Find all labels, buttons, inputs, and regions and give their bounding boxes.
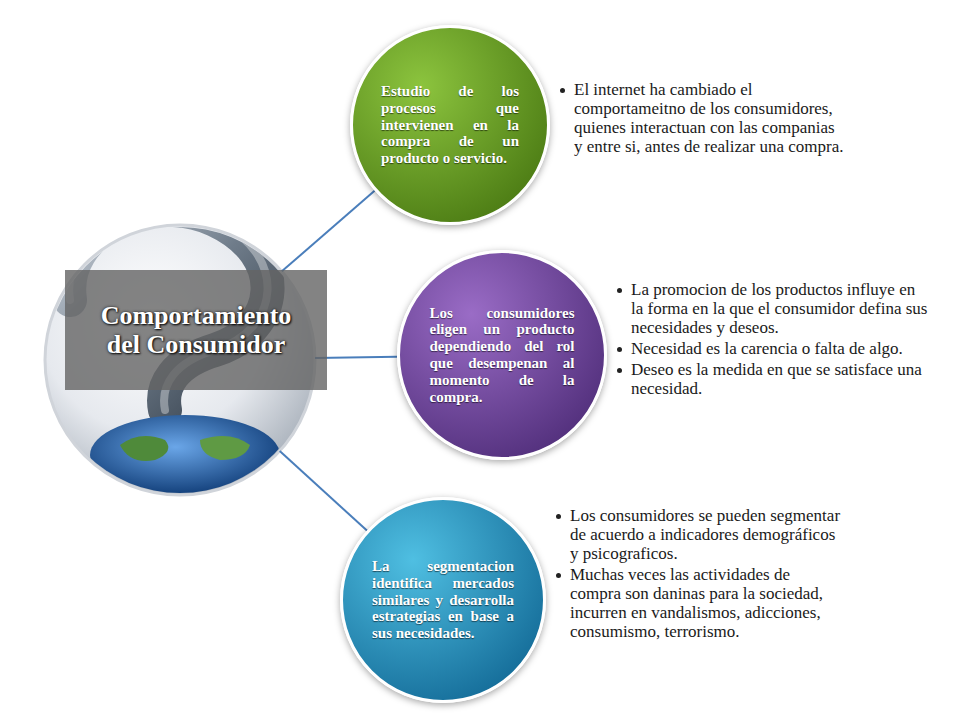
connector-line [282, 191, 375, 272]
circle-text-box: Los consumidores eligen un producto depe… [430, 305, 575, 406]
bullet-dot [617, 288, 622, 293]
circle-text: La segmentacion identifica mercados simi… [372, 558, 514, 642]
bullet-item: La promocion de los productos influye en… [613, 280, 931, 337]
connector-line [280, 451, 367, 531]
swirl-tube [30, 150, 80, 260]
title-band: Comportamiento del Consumidor [65, 270, 327, 390]
bullet-text: Necesidad es la carencia o falta de algo… [631, 339, 931, 358]
circle-text: Estudio de los procesos que intervienen … [381, 83, 519, 167]
connector [315, 357, 397, 358]
purple-circle: Los consumidores eligen un producto depe… [397, 250, 607, 460]
hub-title: Comportamiento del Consumidor [84, 301, 309, 359]
bullet-dot [617, 368, 622, 373]
bullet-text: Los consumidores se pueden segmentar de … [570, 506, 842, 563]
bullet-dot [556, 573, 561, 578]
bullet-dot [617, 347, 622, 352]
bullet-text: Muchas veces las actividades de compra s… [570, 565, 842, 641]
earth-land [120, 436, 168, 461]
swirl-base [50, 465, 310, 506]
bullet-text: La promocion de los productos influye en… [631, 280, 931, 337]
earth-land [200, 436, 250, 460]
bullet-text: Deseo es la medida en que se satisface u… [631, 360, 931, 398]
bullet-list: La promocion de los productos influye en… [613, 280, 931, 400]
circle-text-box: Estudio de los procesos que intervienen … [381, 83, 519, 167]
connector [280, 451, 367, 531]
bullet-dot [556, 514, 561, 519]
connector [282, 191, 375, 272]
bullet-list: El internet ha cambiado el comportameitn… [556, 80, 846, 158]
bullet-item: El internet ha cambiado el comportameitn… [556, 80, 846, 156]
bullet-text: El internet ha cambiado el comportameitn… [574, 80, 846, 156]
hub-circle: Comportamiento del Consumidor [45, 225, 315, 495]
green-circle: Estudio de los procesos que intervienen … [350, 25, 550, 225]
circle-text: Los consumidores eligen un producto depe… [430, 305, 575, 406]
bullet-list: Los consumidores se pueden segmentar de … [552, 506, 842, 643]
bullet-dot [560, 88, 565, 93]
blue-circle: La segmentacion identifica mercados simi… [340, 497, 546, 703]
earth [90, 415, 280, 495]
connector-line [315, 357, 397, 358]
bullet-item: Muchas veces las actividades de compra s… [552, 565, 842, 641]
bullet-item: Necesidad es la carencia o falta de algo… [613, 339, 931, 358]
circle-text-box: La segmentacion identifica mercados simi… [372, 558, 514, 642]
bullet-item: Los consumidores se pueden segmentar de … [552, 506, 842, 563]
bullet-item: Deseo es la medida en que se satisface u… [613, 360, 931, 398]
